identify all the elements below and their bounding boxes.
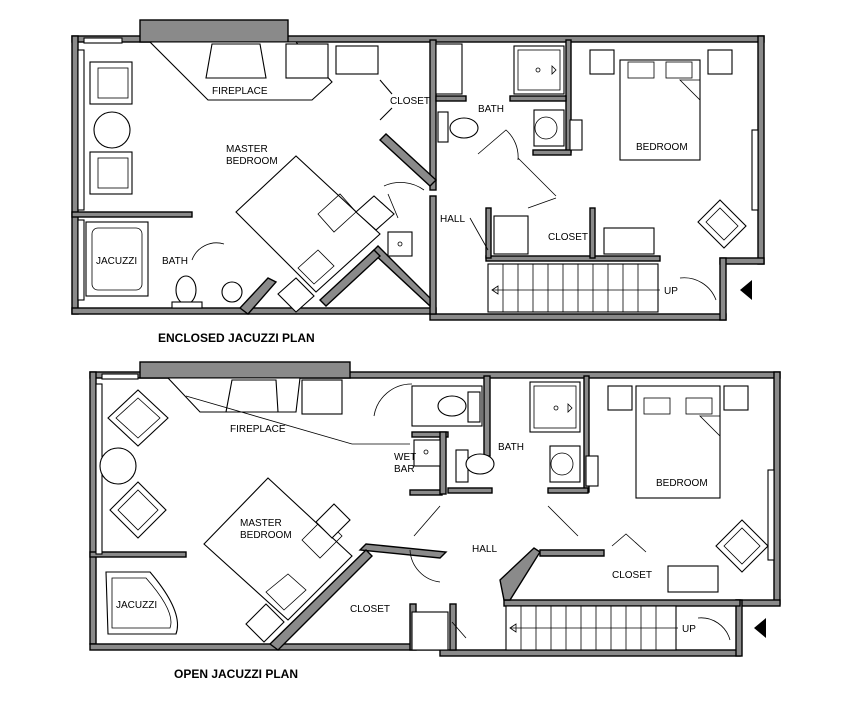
- living-furniture: [89, 43, 463, 195]
- stairs-2: UP: [505, 605, 766, 651]
- bedroom-right: BEDROOM: [589, 49, 747, 249]
- outer-walls: [71, 19, 765, 321]
- master-bedroom-label-2: BEDROOM: [226, 156, 278, 167]
- closet-a: CLOSET: [379, 79, 430, 121]
- bath-upper: BATH: [437, 45, 583, 161]
- closet-a-label: CLOSET: [390, 96, 430, 107]
- enclosed-jacuzzi-plan: FIREPLACE MASTER BEDROOM CLOSET: [71, 19, 765, 345]
- plan-2-caption: OPEN JACUZZI PLAN: [174, 667, 298, 681]
- hall-2-label: HALL: [472, 544, 497, 555]
- stairs-up-label: UP: [664, 286, 678, 297]
- stairs-2-up-label: UP: [682, 624, 696, 635]
- open-jacuzzi-plan: FIREPLACE MASTER BEDROOM WET BAR: [89, 361, 781, 681]
- bedroom-label: BEDROOM: [636, 142, 688, 153]
- fireplace-2: FIREPLACE: [166, 377, 410, 445]
- fireplace-label: FIREPLACE: [212, 86, 268, 97]
- entry-arrow-icon: [740, 280, 752, 300]
- stairs: UP: [487, 263, 752, 313]
- bath-2: BATH: [373, 381, 599, 487]
- wet-bar-label-1: WET: [394, 452, 416, 463]
- plan-caption: ENCLOSED JACUZZI PLAN: [158, 331, 315, 345]
- hall-2: HALL CLOSET CLOSET: [350, 505, 719, 651]
- closet-b-label: CLOSET: [548, 232, 588, 243]
- closet-b-2-label: CLOSET: [612, 570, 652, 581]
- bedroom-right-2: BEDROOM: [607, 385, 769, 573]
- jacuzzi-open: JACUZZI: [105, 571, 179, 635]
- bath-b-label: BATH: [162, 256, 188, 267]
- jacuzzi-label: JACUZZI: [96, 256, 137, 267]
- master-bed-2: [203, 477, 353, 643]
- windows: [77, 37, 759, 301]
- hall-label: HALL: [440, 214, 465, 225]
- jacuzzi-2-label: JACUZZI: [116, 600, 157, 611]
- living-furniture-2: [99, 379, 343, 539]
- master-bed: [235, 155, 395, 313]
- entry-arrow-2-icon: [754, 618, 766, 638]
- master-bedroom-2-label-1: MASTER: [240, 518, 282, 529]
- bath-a-label: BATH: [478, 104, 504, 115]
- hall: HALL CLOSET: [383, 157, 655, 255]
- wet-bar-label-2: BAR: [394, 464, 415, 475]
- bath-2-label: BATH: [498, 442, 524, 453]
- jacuzzi-enclosed: JACUZZI BATH: [85, 221, 413, 309]
- master-bedroom-2-label-2: BEDROOM: [240, 530, 292, 541]
- wet-bar: WET BAR: [394, 439, 441, 475]
- closet-a-2-label: CLOSET: [350, 604, 390, 615]
- master-bedroom-label-1: MASTER: [226, 144, 268, 155]
- bedroom-2-label: BEDROOM: [656, 478, 708, 489]
- fireplace-2-label: FIREPLACE: [230, 424, 286, 435]
- outer-walls-2: [89, 361, 781, 657]
